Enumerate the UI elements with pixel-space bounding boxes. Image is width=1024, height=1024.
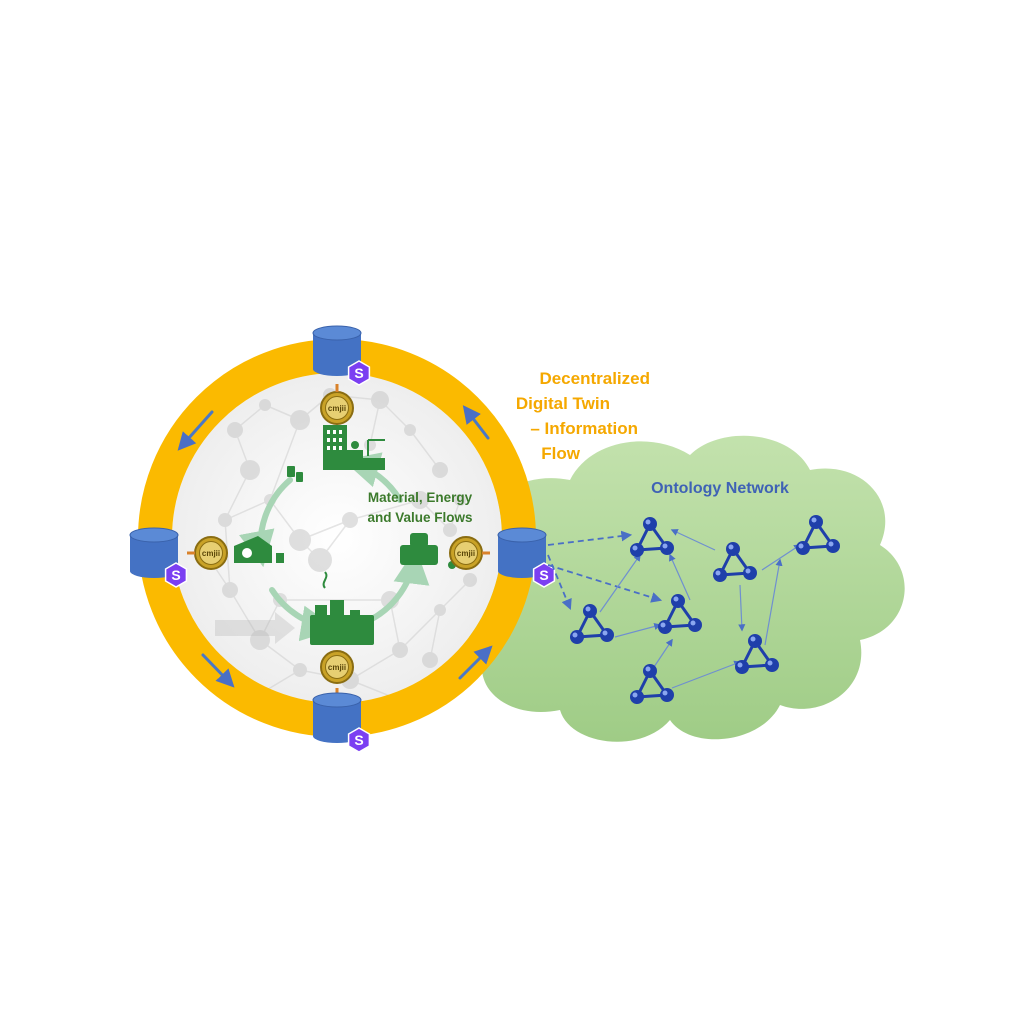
background-node xyxy=(218,513,232,527)
background-node xyxy=(434,604,446,616)
coin-text: cmjii xyxy=(328,404,346,413)
ontology-link xyxy=(671,660,742,689)
twin-label-line4: Flow xyxy=(541,444,580,463)
background-node xyxy=(463,573,477,587)
ontology-graph-icon xyxy=(630,517,674,557)
ontology-graph-icon xyxy=(735,634,779,674)
industry-icons xyxy=(234,425,456,645)
ontology-link xyxy=(599,553,641,613)
background-node xyxy=(371,391,389,409)
ontology-graph-icon xyxy=(630,664,674,704)
background-node xyxy=(443,523,457,537)
ontology-cloud xyxy=(456,435,905,742)
token-coin-icon: cmjii xyxy=(320,650,354,684)
ontology-graph-icon xyxy=(796,515,840,555)
background-node xyxy=(250,630,270,650)
ontology-link xyxy=(738,584,746,632)
ontology-graph-icon xyxy=(658,594,702,634)
ontology-graph xyxy=(547,515,840,704)
twin-label-line1: Decentralized xyxy=(539,369,650,388)
badge-text: S xyxy=(354,732,363,748)
background-link xyxy=(349,499,421,521)
background-link xyxy=(429,609,441,661)
background-link xyxy=(349,649,401,681)
background-node xyxy=(411,491,429,509)
database-cylinder-icon xyxy=(312,692,362,743)
background-node xyxy=(422,652,438,668)
token-coin-icon: cmjii xyxy=(320,391,354,425)
ontology-link xyxy=(670,529,716,551)
pipeline-arrow xyxy=(215,612,295,644)
background-link xyxy=(269,419,301,501)
blockchain-badge-icon: S xyxy=(347,727,371,753)
background-node xyxy=(222,582,238,598)
blockchain-badge-icon: S xyxy=(347,360,371,386)
background-node xyxy=(404,424,416,436)
industrial-plant-icon xyxy=(310,571,374,645)
ontology-graph-icon xyxy=(713,542,757,582)
flows-label-line2: and Value Flows xyxy=(367,510,473,525)
ontology-link xyxy=(669,553,691,601)
blockchain-badge-icon: S xyxy=(164,562,188,588)
badge-text: S xyxy=(539,567,548,583)
factory-icon xyxy=(400,533,456,569)
token-coin-icon: cmjii xyxy=(449,536,483,570)
ontology-link xyxy=(614,623,662,638)
background-node xyxy=(227,422,243,438)
background-node xyxy=(289,529,311,551)
background-node xyxy=(392,642,408,658)
coin-text: cmjii xyxy=(202,549,220,558)
ontology-graph-icon xyxy=(570,604,614,644)
background-node xyxy=(240,460,260,480)
token-coins: cmjii cmjii cmjii cmjii xyxy=(187,384,490,696)
badge-text: S xyxy=(171,567,180,583)
ontology-link xyxy=(761,544,802,571)
ring-direction-arrows xyxy=(177,405,493,688)
material-energy-value-flows-label: Material, Energy and Value Flows xyxy=(345,488,495,528)
city-buildings-icon xyxy=(323,425,385,470)
coin-text: cmjii xyxy=(457,549,475,558)
background-node xyxy=(308,548,332,572)
background-link xyxy=(399,609,441,651)
background-link xyxy=(439,579,471,611)
badge-text: S xyxy=(354,365,363,381)
ontology-link xyxy=(764,558,783,646)
background-node xyxy=(342,512,358,528)
database-cylinder-icon xyxy=(129,527,179,578)
twin-label-line3: – Information xyxy=(530,419,638,438)
token-coin-icon: cmjii xyxy=(194,536,228,570)
background-node xyxy=(259,399,271,411)
twin-label-line2: Digital Twin xyxy=(515,394,610,413)
ontology-network-label: Ontology Network xyxy=(651,480,789,497)
background-link xyxy=(409,429,441,471)
flows-label-line1: Material, Energy xyxy=(367,490,473,505)
background-link xyxy=(224,499,271,521)
database-cylinder-icon xyxy=(497,527,547,578)
ontology-dashed-link xyxy=(547,530,633,546)
coin-text: cmjii xyxy=(328,663,346,672)
recycling-bins-icon xyxy=(287,466,303,482)
ontology-link xyxy=(651,638,673,671)
database-nodes: S S S S xyxy=(129,325,556,753)
background-node xyxy=(432,462,448,478)
decentralized-digital-twin-label: Decentralized Digital Twin – Information… xyxy=(440,366,650,466)
house-with-fan-icon xyxy=(234,536,284,563)
background-node xyxy=(290,410,310,430)
background-node xyxy=(293,663,307,677)
background-node xyxy=(454,494,466,506)
